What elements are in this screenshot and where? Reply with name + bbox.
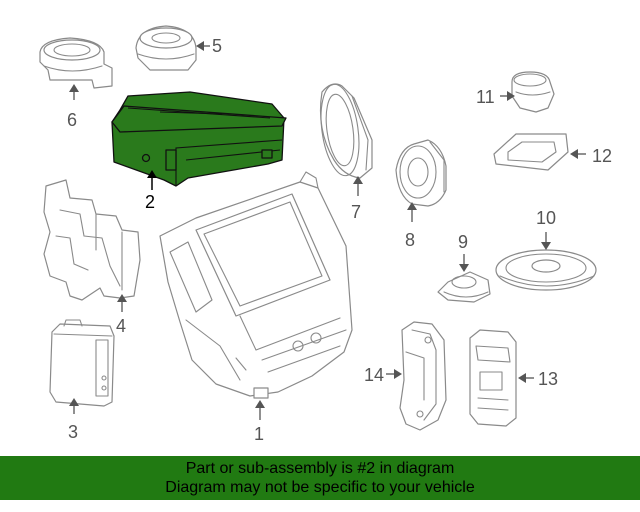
callout-14[interactable]: 14 <box>364 365 402 385</box>
callout-13[interactable]: 13 <box>518 369 558 389</box>
svg-text:6: 6 <box>67 110 77 130</box>
part-8-midrange-speaker[interactable] <box>395 139 447 207</box>
callout-11[interactable]: 11 <box>476 87 515 107</box>
parts-diagram: 6 5 2 7 <box>39 25 612 444</box>
banner-line-1: Part or sub-assembly is #2 in diagram <box>185 460 455 477</box>
part-5-tweeter[interactable] <box>135 25 197 71</box>
callout-1[interactable]: 1 <box>254 400 265 444</box>
part-11-tweeter[interactable] <box>511 71 555 113</box>
part-13-electronic-module[interactable] <box>469 329 517 427</box>
svg-text:12: 12 <box>592 146 612 166</box>
part-3-control-module[interactable] <box>49 319 115 407</box>
svg-text:3: 3 <box>68 422 78 442</box>
svg-text:8: 8 <box>405 230 415 250</box>
callout-7[interactable]: 7 <box>351 176 363 222</box>
svg-text:11: 11 <box>476 87 495 107</box>
callout-8[interactable]: 8 <box>405 202 417 250</box>
part-7-door-speaker[interactable] <box>316 82 373 179</box>
part-10-oval-speaker[interactable] <box>495 249 597 291</box>
svg-text:1: 1 <box>254 424 264 444</box>
svg-text:5: 5 <box>212 36 222 56</box>
callout-6[interactable]: 6 <box>67 84 79 130</box>
svg-text:13: 13 <box>538 369 558 389</box>
banner-line-2: Diagram may not be specific to your vehi… <box>165 479 475 496</box>
callout-3[interactable]: 3 <box>68 398 79 442</box>
callout-12[interactable]: 12 <box>570 146 612 166</box>
svg-text:7: 7 <box>351 202 361 222</box>
part-2-radio-module-highlighted[interactable] <box>111 91 287 187</box>
part-6-speaker-bracket[interactable] <box>39 37 113 89</box>
callout-9[interactable]: 9 <box>458 232 469 272</box>
info-banner: Part or sub-assembly is #2 in diagram Di… <box>0 456 640 500</box>
svg-text:10: 10 <box>536 208 556 228</box>
part-1-display-assembly[interactable] <box>159 171 353 399</box>
svg-text:9: 9 <box>458 232 468 252</box>
callout-2[interactable]: 2 <box>145 170 157 212</box>
svg-text:4: 4 <box>116 316 126 336</box>
callout-10[interactable]: 10 <box>536 208 556 250</box>
part-14-bracket[interactable] <box>399 321 447 431</box>
callout-5[interactable]: 5 <box>196 36 222 56</box>
part-9-speaker[interactable] <box>437 271 491 303</box>
callout-4[interactable]: 4 <box>116 294 127 336</box>
svg-text:14: 14 <box>364 365 384 385</box>
part-12-tweeter-trim[interactable] <box>493 133 569 171</box>
part-4-mounting-bracket[interactable] <box>43 179 141 301</box>
svg-text:2: 2 <box>145 192 155 212</box>
